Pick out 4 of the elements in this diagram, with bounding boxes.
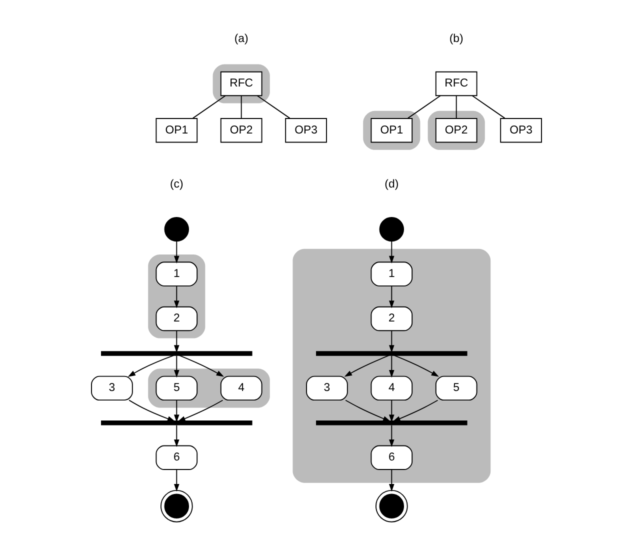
label: (d) xyxy=(384,178,399,191)
label: (a) xyxy=(234,32,248,45)
label: (b) xyxy=(449,32,464,45)
label: (c) xyxy=(170,178,184,191)
